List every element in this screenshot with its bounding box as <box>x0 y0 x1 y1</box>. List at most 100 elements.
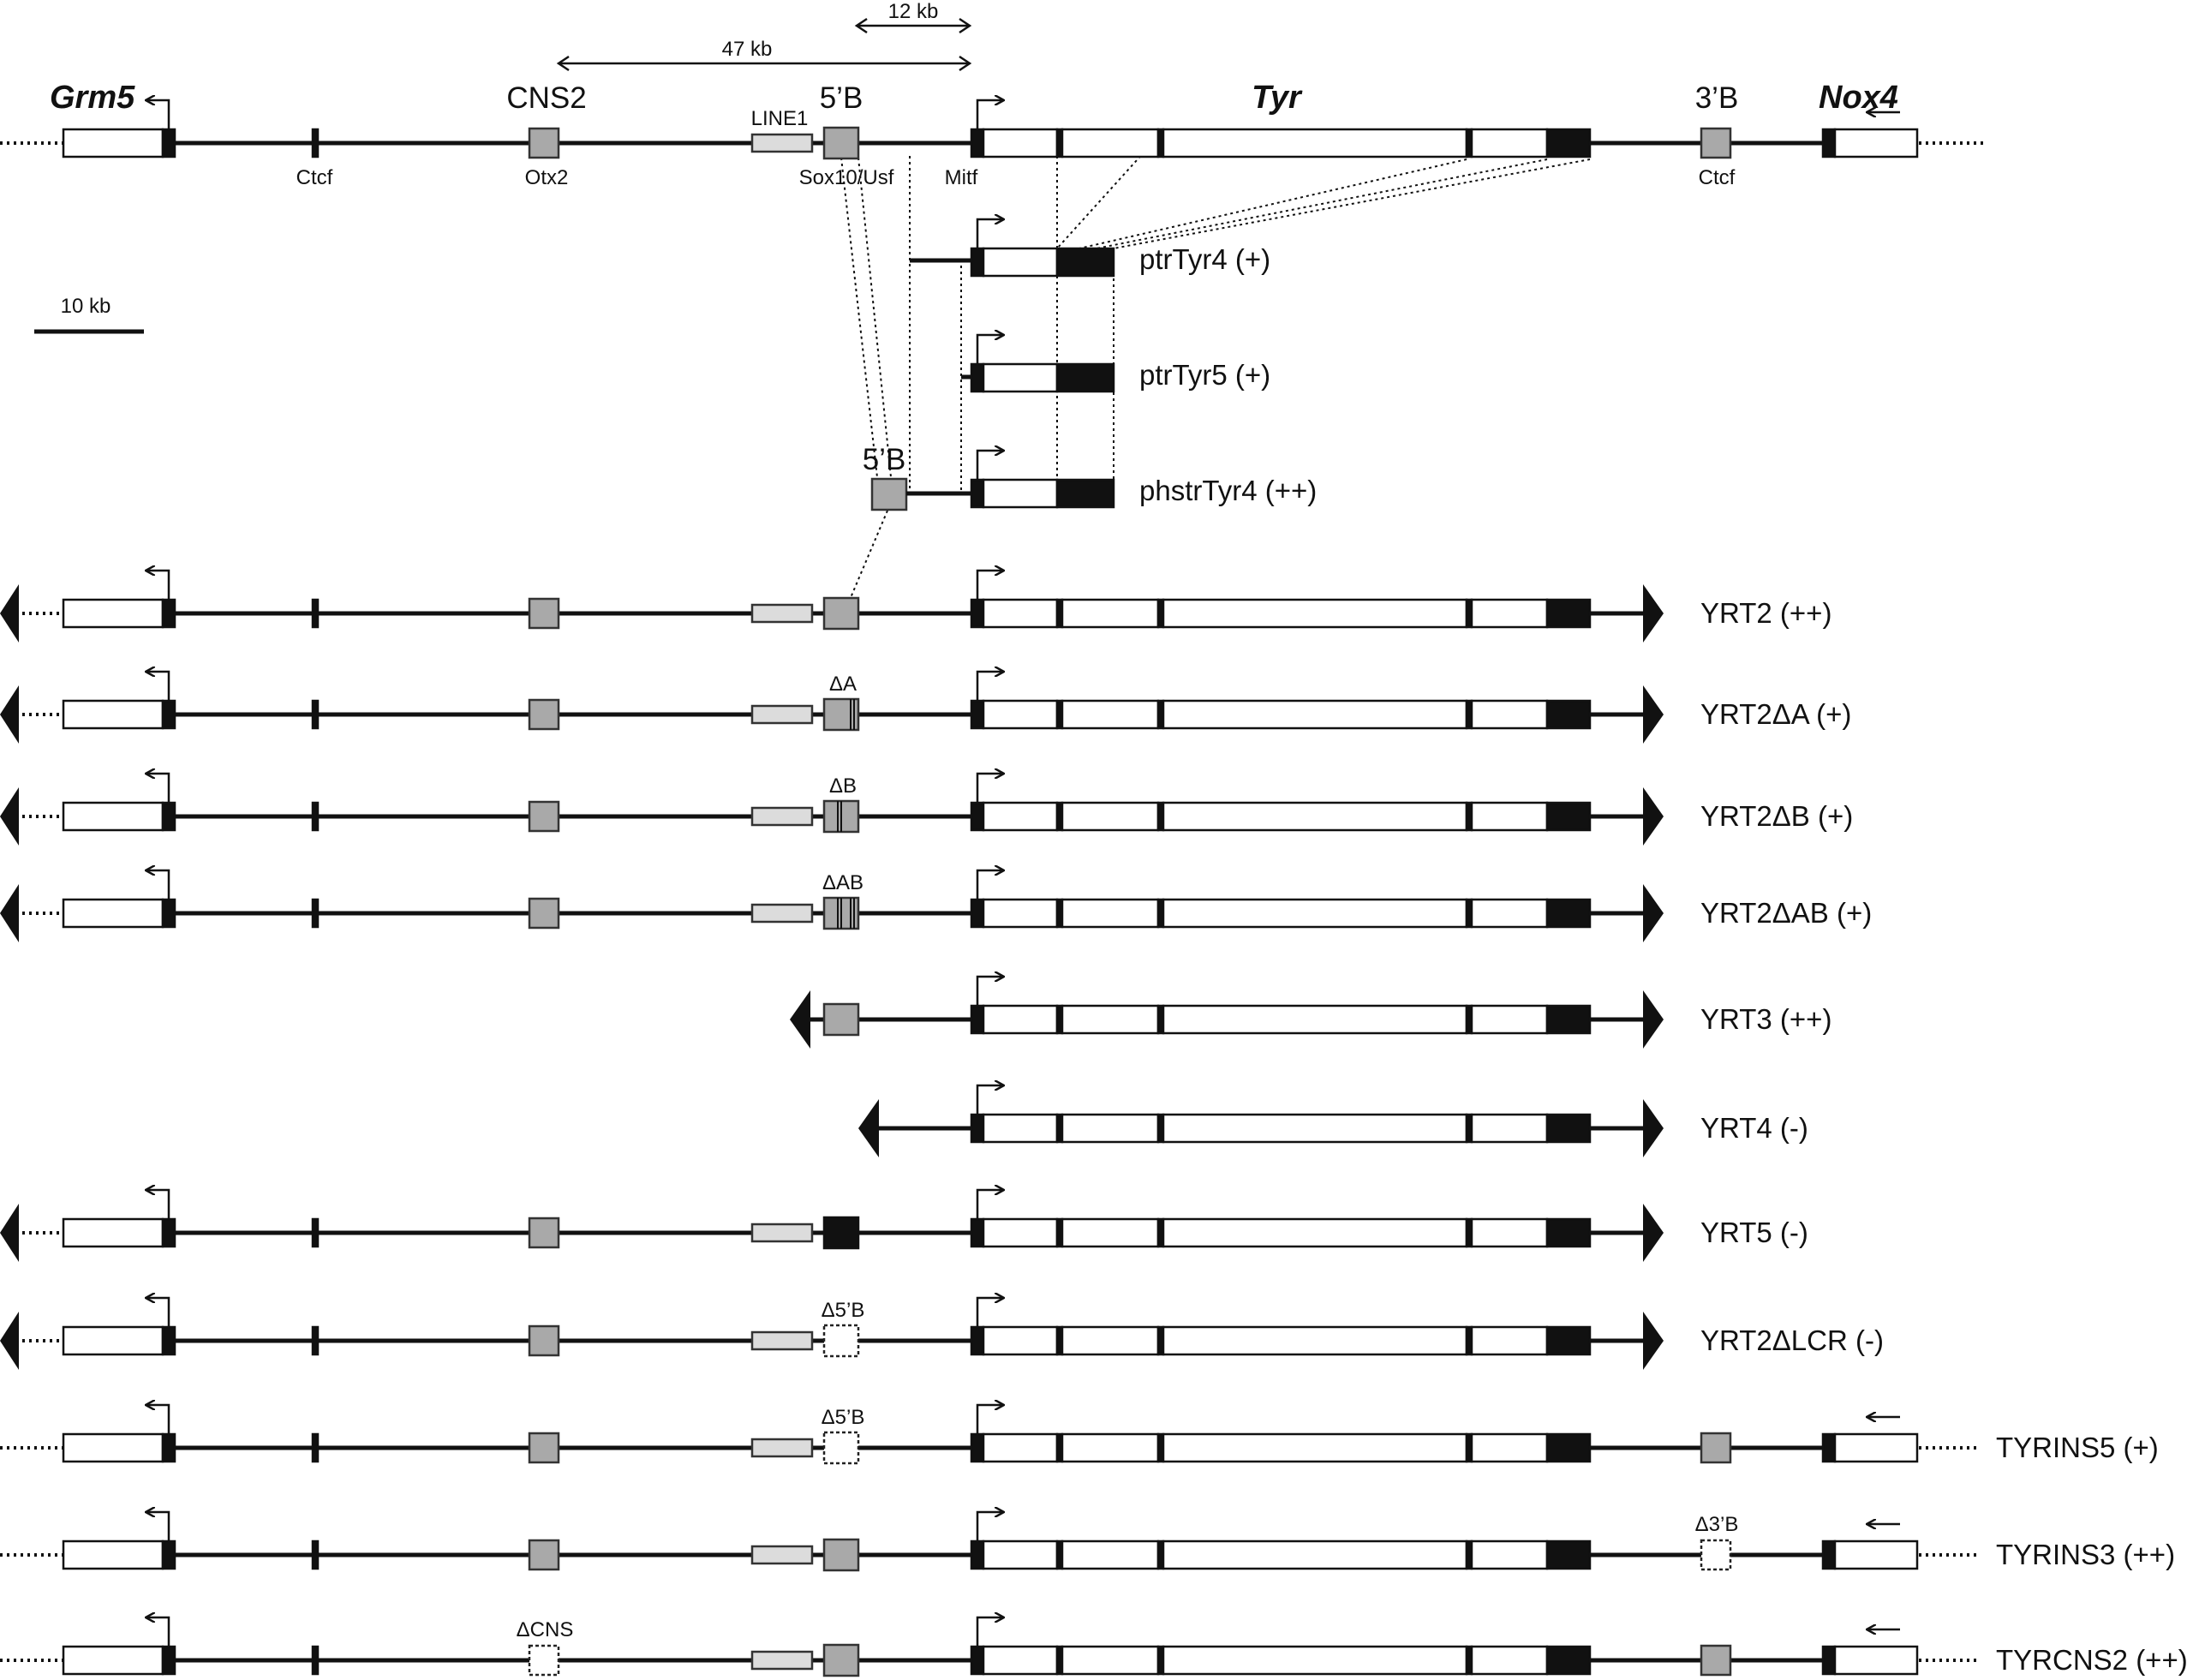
track-row: YRT5 (-) <box>0 1190 1808 1262</box>
tyr-exon <box>1470 598 1549 629</box>
cns2-element <box>528 698 560 731</box>
track-row: ΔAB YRT2ΔAB (+) <box>0 870 1872 942</box>
tyr-exon <box>1061 1217 1160 1248</box>
five-prime-b-element <box>822 596 860 631</box>
tyr-exon <box>1061 1645 1160 1676</box>
vector-end-left-icon <box>858 1099 879 1157</box>
vector-end-right-icon <box>1643 1312 1664 1370</box>
grm5-exon <box>62 801 164 832</box>
tyr-exon <box>1061 1004 1160 1035</box>
element-label-line1: LINE1 <box>751 107 809 130</box>
minigene-constructs: ptrTyr4 (+) ptrTyr5 (+) 5’B phstrTyr4 (+… <box>840 133 1591 601</box>
distance-47kb-label: 47 kb <box>722 38 773 61</box>
vector-end-left-icon <box>0 884 19 942</box>
tyr-exon <box>1162 1432 1468 1463</box>
vector-end-right-icon <box>1643 1204 1664 1262</box>
tyr-exon <box>1162 1645 1468 1676</box>
tss-arrow-icon <box>146 672 170 701</box>
construct-label: YRT2ΔAB (+) <box>1700 897 1872 929</box>
line1-element <box>750 903 814 924</box>
vector-end-left-icon <box>0 787 19 846</box>
grm5-exon-coding <box>161 128 176 158</box>
grm5-exon-coding <box>161 1432 176 1463</box>
tyr-exon <box>982 1645 1059 1676</box>
site-label-ctcf: Ctcf <box>296 166 333 189</box>
tyr-exon-coding <box>1545 1540 1592 1570</box>
three-prime-b-element <box>1700 1432 1732 1464</box>
tyr-exon-coding <box>970 699 985 730</box>
distance-12kb-label: 12 kb <box>888 0 939 23</box>
tyr-exon <box>982 1217 1059 1248</box>
vector-end-right-icon <box>1643 884 1664 942</box>
tyr-exon <box>1162 128 1468 158</box>
grm5-exon-coding <box>161 801 176 832</box>
gene-label-nox4: Nox4 <box>1819 80 1898 116</box>
line1-element <box>750 133 814 153</box>
gene-label-grm5: Grm5 <box>50 80 135 116</box>
tyr-exon <box>982 898 1059 929</box>
tss-arrow-icon <box>146 774 170 803</box>
tyr-exon <box>982 1113 1059 1144</box>
deletion-label: Δ5’B <box>822 1299 865 1322</box>
tyr-exon-coding <box>1545 1645 1592 1676</box>
tyr-exon <box>1162 1540 1468 1570</box>
nox4-exon <box>1833 1645 1919 1676</box>
tyr-exon-coding <box>970 1217 985 1248</box>
construct-label: YRT2 (++) <box>1700 597 1831 629</box>
tyr-exon-coding <box>970 898 985 929</box>
tyr-exon <box>982 1004 1059 1035</box>
construct-ptrtyr5: ptrTyr5 (+) <box>961 335 1270 393</box>
line1-element <box>750 1650 814 1671</box>
grm5-exon-coding <box>161 1645 176 1676</box>
three-prime-b-element <box>1700 127 1732 159</box>
ctcf-site <box>311 699 320 730</box>
ctcf-site <box>311 1217 320 1248</box>
element-label-5b: 5’B <box>820 81 863 115</box>
tyr-exon <box>982 801 1059 832</box>
tyr-exon-coding <box>1545 699 1592 730</box>
arrow-head <box>854 17 868 34</box>
construct-label: TYRCNS2 (++) <box>1996 1644 2188 1676</box>
grm5-exon-coding <box>161 1325 176 1356</box>
tss-arrow-icon <box>976 1617 1003 1647</box>
construct-label: YRT3 (++) <box>1700 1003 1831 1035</box>
tss-arrow-icon <box>146 1617 170 1647</box>
tyr-exon <box>1061 1325 1160 1356</box>
tyr-exon-coding <box>970 1113 985 1144</box>
tss-arrow-icon <box>976 870 1003 900</box>
site-label-ctcf: Ctcf <box>1699 166 1736 189</box>
tyr-exon <box>1061 801 1160 832</box>
tyr-exon <box>1470 1540 1549 1570</box>
track-row: YRT2 (++) <box>0 571 1831 643</box>
tyr-exon-coding <box>970 801 985 832</box>
tyr-exon-coding <box>1545 801 1592 832</box>
tyr-exon <box>1061 699 1160 730</box>
vector-end-left-icon <box>0 685 19 744</box>
vector-end-right-icon <box>1643 787 1664 846</box>
arrow-head <box>959 17 972 34</box>
vector-end-left-icon <box>0 1312 19 1370</box>
grm5-exon <box>62 128 164 158</box>
tyr-exon-coding <box>970 128 985 158</box>
grm5-exon <box>62 1217 164 1248</box>
grm5-exon-coding <box>161 1540 176 1570</box>
tyr-exon-coding <box>1545 1432 1592 1463</box>
tyr-exon <box>1061 1540 1160 1570</box>
construct-label: YRT4 (-) <box>1700 1112 1808 1144</box>
five-prime-b-element <box>822 1643 860 1677</box>
tyr-exon <box>1470 1325 1549 1356</box>
tyr-exon-coding <box>1545 598 1592 629</box>
deletion-label: ΔAB <box>822 871 863 894</box>
five-prime-b-element <box>822 1002 860 1037</box>
tyr-exon <box>1162 1113 1468 1144</box>
tss-arrow-icon <box>976 100 1003 129</box>
grm5-exon-coding <box>161 699 176 730</box>
tyr-exon <box>1162 1004 1468 1035</box>
tyr-exon-coding <box>970 1540 985 1570</box>
vector-end-left-icon <box>0 584 19 643</box>
five-prime-b-element <box>822 126 860 160</box>
nox4-exon <box>1833 1540 1919 1570</box>
ctcf-site <box>311 1540 320 1570</box>
